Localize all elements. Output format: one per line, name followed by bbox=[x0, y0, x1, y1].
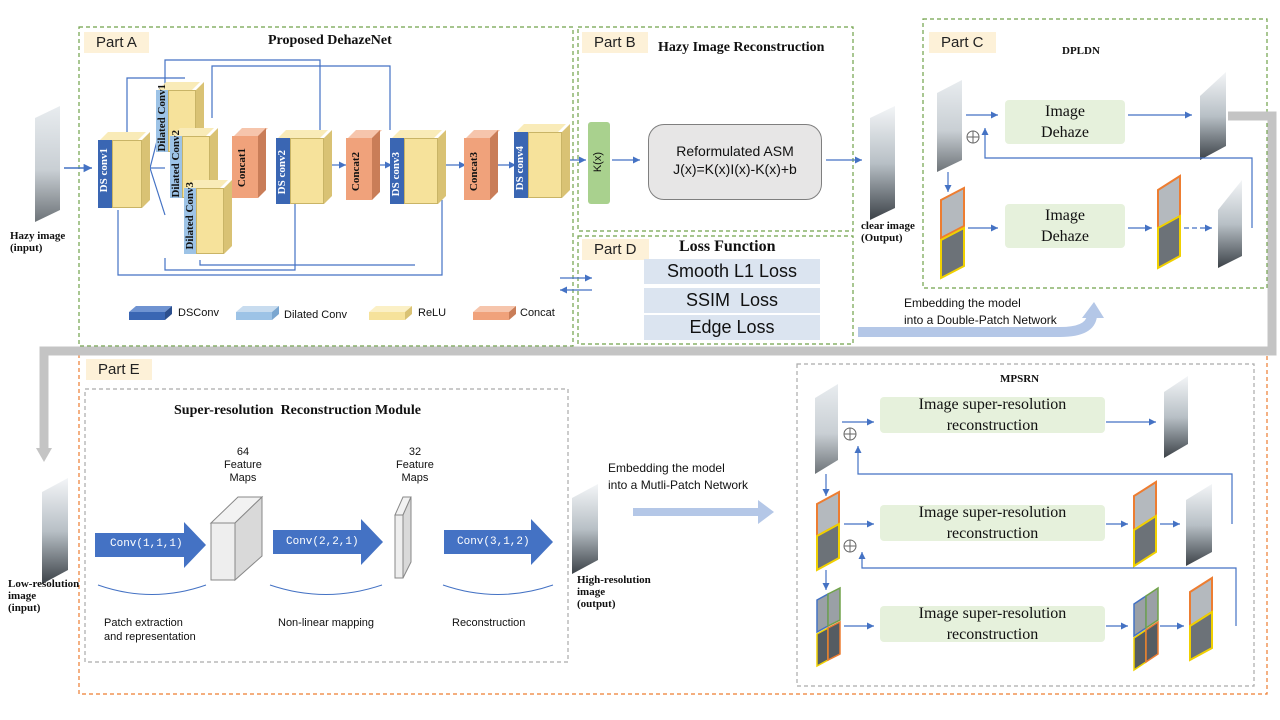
conv3-arrow bbox=[444, 519, 553, 565]
dilated-conv2-label: Dilated Conv2 bbox=[170, 130, 182, 198]
sr-box-1: Image super-resolution reconstruction bbox=[880, 396, 1105, 434]
dehaze-box-1: Image Dehaze bbox=[1005, 100, 1125, 144]
fm32-label: 32 Feature Maps bbox=[396, 446, 434, 484]
ds-conv1-block bbox=[98, 132, 150, 208]
embed-text-c: Embedding the model into a Double-Patch … bbox=[904, 296, 1057, 327]
hazy-input-label: Hazy image (input) bbox=[10, 230, 66, 254]
ds-conv2-label: DS conv2 bbox=[276, 150, 288, 195]
embed-arrow-c bbox=[858, 314, 1097, 337]
conv1-arrow bbox=[95, 522, 206, 568]
part-d-tag: Part D bbox=[582, 239, 649, 260]
dilated-conv3-label: Dilated Conv3 bbox=[184, 182, 196, 250]
concat2-label: Concat2 bbox=[350, 152, 362, 192]
part-b-title: Hazy Image Reconstruction bbox=[658, 40, 825, 55]
dpldn-title: DPLDN bbox=[1062, 45, 1100, 57]
mpsrn-title: MPSRN bbox=[1000, 373, 1040, 385]
mpsrn-frame bbox=[796, 363, 1255, 687]
low-res-input-image bbox=[42, 478, 68, 584]
sr-module-title: Super-resolution Reconstruction Module bbox=[174, 403, 421, 418]
feature-map-32 bbox=[394, 496, 412, 579]
feature-map-64 bbox=[209, 495, 264, 582]
sr-box-2: Image super-resolution reconstruction bbox=[880, 504, 1105, 542]
legend-swatches bbox=[129, 306, 516, 320]
ds-conv3-label: DS conv3 bbox=[390, 152, 402, 197]
asm-line1: Reformulated ASM bbox=[676, 143, 794, 159]
loss-ssim: SSIM Loss bbox=[644, 288, 820, 313]
kx-label: K(x) bbox=[592, 152, 604, 173]
fm64-label: 64 Feature Maps bbox=[224, 446, 262, 484]
dilated-conv1-block bbox=[156, 82, 206, 152]
flow-arrow-grey bbox=[39, 111, 1277, 452]
embed-text-e: Embedding the model into a Mutli-Patch N… bbox=[608, 461, 749, 492]
high-res-output-label: High-resolution image (output) bbox=[577, 574, 651, 610]
sr-module-frame bbox=[84, 388, 569, 663]
conv2-label: Conv(2,2,1) bbox=[286, 536, 359, 548]
part-c-frame bbox=[922, 18, 1268, 289]
loss-smooth-l1: Smooth L1 Loss bbox=[644, 259, 820, 284]
concat2-block bbox=[346, 130, 382, 202]
dehaze-box-2: Image Dehaze bbox=[1005, 204, 1125, 248]
kx-block bbox=[588, 122, 610, 204]
high-res-output-image bbox=[572, 484, 598, 574]
stage3-label: Reconstruction bbox=[452, 617, 526, 629]
clear-output-image bbox=[870, 106, 895, 220]
concat1-block bbox=[232, 128, 268, 200]
dpldn-graphics bbox=[937, 72, 1253, 280]
asm-line2: J(x)=K(x)I(x)-K(x)+b bbox=[673, 161, 797, 177]
part-a-title: Proposed DehazeNet bbox=[268, 33, 392, 48]
ds-conv1-label: DS conv1 bbox=[98, 148, 110, 193]
ds-conv4-block bbox=[514, 124, 570, 198]
concat3-block bbox=[464, 130, 500, 202]
dilated-conv3-block bbox=[184, 180, 234, 254]
legend-relu: ReLU bbox=[418, 307, 447, 319]
ds-conv4-label: DS conv4 bbox=[514, 146, 526, 191]
part-d-frame bbox=[577, 235, 854, 345]
part-e-tag: Part E bbox=[86, 359, 152, 380]
mpsrn-graphics bbox=[815, 376, 1237, 672]
part-e-frame bbox=[78, 353, 1268, 695]
hazy-input-image bbox=[35, 106, 60, 222]
dilated-conv1-label: Dilated Conv1 bbox=[156, 84, 168, 152]
part-a-tag: Part A bbox=[84, 32, 149, 53]
part-a-frame bbox=[78, 26, 574, 347]
conv1-label: Conv(1,1,1) bbox=[110, 538, 183, 550]
ds-conv2-block bbox=[276, 130, 332, 204]
clear-output-label: clear image (Output) bbox=[861, 220, 915, 244]
concat1-label: Concat1 bbox=[236, 148, 248, 188]
concat3-label: Concat3 bbox=[468, 152, 480, 192]
part-c-tag: Part C bbox=[929, 32, 996, 53]
conv3-label: Conv(3,1,2) bbox=[457, 536, 530, 548]
stage2-label: Non-linear mapping bbox=[278, 617, 374, 629]
part-d-title: Loss Function bbox=[679, 238, 776, 255]
sr-box-3: Image super-resolution reconstruction bbox=[880, 605, 1105, 643]
part-b-frame bbox=[577, 26, 854, 232]
conv2-arrow bbox=[273, 519, 383, 565]
embed-arrow-e bbox=[633, 500, 774, 524]
legend-dsconv: DSConv bbox=[178, 307, 219, 319]
stage1-label: Patch extraction and representation bbox=[104, 617, 196, 643]
low-res-input-label: Low-resolution image (input) bbox=[8, 578, 80, 614]
loss-edge: Edge Loss bbox=[644, 315, 820, 340]
asm-box: Reformulated ASM J(x)=K(x)I(x)-K(x)+b bbox=[648, 124, 822, 200]
legend-concat: Concat bbox=[520, 307, 555, 319]
ds-conv3-block bbox=[390, 130, 446, 204]
part-b-tag: Part B bbox=[582, 32, 648, 53]
legend-dilated: Dilated Conv bbox=[284, 309, 347, 321]
